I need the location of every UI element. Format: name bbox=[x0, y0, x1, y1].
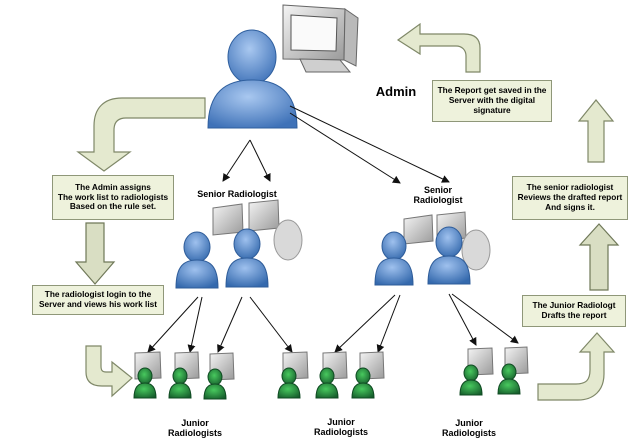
junior-group-1-icon bbox=[133, 351, 235, 400]
senior-group-right-icon bbox=[374, 211, 491, 286]
junior-drafts-box: The Junior Radiologt Drafts the report bbox=[522, 295, 626, 327]
senior-right-person-b-icon bbox=[427, 226, 471, 285]
senior-left-monitor-icon bbox=[212, 199, 303, 261]
junior-radiologists-label-3: Junior Radiologists bbox=[441, 418, 496, 438]
flow-arrow-login-to-juniors bbox=[85, 345, 133, 398]
senior-left-person-a-icon bbox=[175, 231, 219, 289]
junior-radiologists-label-2: Junior Radiologists bbox=[313, 417, 368, 437]
junior-group-2-icon bbox=[277, 351, 385, 399]
junior-radiologists-label-1: Junior Radiologists bbox=[167, 418, 222, 438]
flow-arrow-saved-to-admin bbox=[396, 22, 481, 73]
flow-arrow-review-to-saved bbox=[577, 99, 615, 163]
flow-arrow-draft-to-review bbox=[578, 223, 620, 291]
admin-monitor-icon bbox=[282, 4, 359, 73]
flow-arrow-admin-to-assign bbox=[76, 97, 206, 172]
senior-reviews-box: The senior radiologist Reviews the draft… bbox=[512, 176, 628, 220]
flow-arrow-juniors-to-draft bbox=[537, 332, 616, 401]
senior-left-person-b-icon bbox=[225, 228, 269, 288]
senior-radiologist-right-label: Senior Radiologist bbox=[413, 185, 463, 205]
report-saved-box: The Report get saved in the Server with … bbox=[432, 80, 552, 122]
flow-arrow-assign-to-login bbox=[74, 222, 116, 285]
admin-to-senior-arrows bbox=[222, 105, 450, 184]
senior-group-left-icon bbox=[175, 199, 303, 289]
senior-right-person-a-icon bbox=[374, 231, 414, 286]
admin-label: Admin bbox=[375, 84, 417, 99]
radiologist-login-box: The radiologist login to the Server and … bbox=[32, 285, 164, 315]
admin-person-icon bbox=[207, 29, 298, 129]
senior-radiologist-left-label: Senior Radiologist bbox=[197, 189, 277, 199]
admin-assigns-box: The Admin assigns The work list to radio… bbox=[52, 175, 174, 220]
junior-group-3-icon bbox=[459, 346, 529, 396]
senior-to-junior-arrows bbox=[147, 293, 519, 353]
